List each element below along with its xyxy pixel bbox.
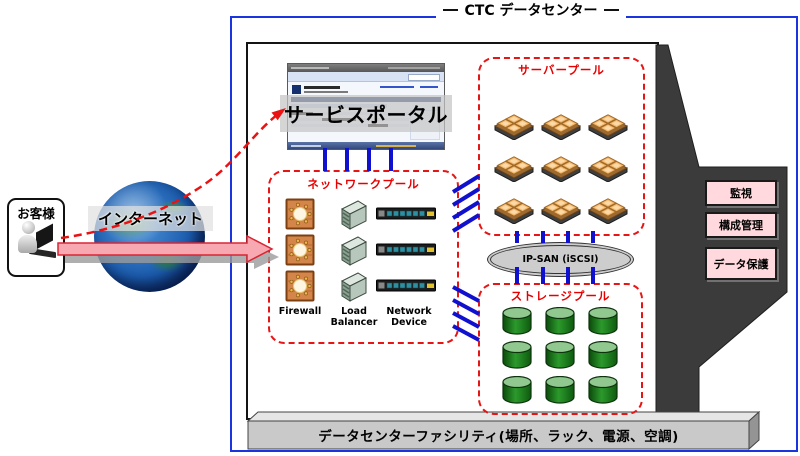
browser-statusbar <box>288 142 444 149</box>
customer-label: お客様 <box>17 206 55 221</box>
portal-app-logo <box>292 85 301 94</box>
load-balancer-icon <box>341 200 367 230</box>
network-device-label: Network Device <box>386 306 432 329</box>
storage-disk-icon <box>588 307 618 335</box>
server-pool-title: サーバープール <box>518 63 605 77</box>
management-item-monitoring: 監視 <box>705 180 777 206</box>
server-icon <box>588 156 628 182</box>
statusbar-text-bar <box>291 145 321 147</box>
browser-titlebar <box>288 64 444 72</box>
management-item-data-protection: データ保護 <box>705 247 777 280</box>
storage-disk-icon <box>545 341 575 370</box>
network-device-icon <box>376 279 436 292</box>
firewall-icon <box>285 234 315 266</box>
portal-links-bar <box>380 86 414 88</box>
customer-box: お客様 <box>7 198 65 277</box>
firewall-label: Firewall <box>278 306 322 317</box>
server-icon <box>588 198 628 224</box>
browser-toolbar <box>288 72 444 82</box>
firewall-icon <box>285 270 315 302</box>
title-dash <box>604 9 620 11</box>
portal-heading-bar <box>304 86 340 89</box>
portal-subheading-bar <box>304 91 348 93</box>
server-icon <box>541 198 581 224</box>
server-grid <box>491 101 631 227</box>
storage-disk-icon <box>502 375 532 404</box>
management-item-label: データ保護 <box>713 257 769 271</box>
network-pool-title: ネットワークプール <box>307 177 420 191</box>
load-balancer-icon <box>341 236 367 266</box>
storage-disk-icon <box>588 375 618 404</box>
server-icon <box>494 156 534 182</box>
statusbar-progress-bar <box>376 145 416 147</box>
portal-label-band: サービスポータル <box>280 95 452 132</box>
management-item-configuration: 構成管理 <box>705 212 777 238</box>
title-dash <box>442 9 458 11</box>
network-pool: ネットワークプール Firewall Load Balancer Network… <box>268 170 459 344</box>
internet-label-band: インターネット <box>88 206 213 231</box>
storage-grid <box>495 304 625 407</box>
storage-disk-icon <box>545 375 575 404</box>
portal-label: サービスポータル <box>284 103 448 127</box>
load-balancer-icon <box>341 272 367 302</box>
browser-titlebar-text-bar <box>291 67 329 69</box>
person-body-icon <box>18 235 37 253</box>
storage-disk-icon <box>545 307 575 335</box>
server-icon <box>541 156 581 182</box>
server-icon <box>541 114 581 140</box>
storage-disk-icon <box>502 307 532 335</box>
management-item-label: 構成管理 <box>719 219 763 232</box>
person-icon <box>22 221 35 234</box>
facility-bar-label: データセンターファシリティ(場所、ラック、電源、空調) <box>318 428 679 445</box>
network-device-icon <box>376 207 436 220</box>
storage-pool-title: ストレージプール <box>510 289 611 303</box>
frame-title-text: CTC データセンター <box>464 3 598 19</box>
storage-pool: ストレージプール <box>478 283 643 415</box>
firewall-icon <box>285 198 315 230</box>
storage-disk-icon <box>502 341 532 370</box>
frame-title: CTC データセンター <box>436 0 626 20</box>
browser-search-box <box>408 74 440 81</box>
internet-label: インターネット <box>97 210 203 228</box>
storage-disk-icon <box>588 341 618 370</box>
globe-icon <box>94 181 205 292</box>
browser-titlebar-buttons-bar <box>388 67 440 69</box>
server-icon <box>588 114 628 140</box>
management-item-label: 監視 <box>730 187 752 200</box>
network-device-icon <box>376 243 436 256</box>
server-icon <box>494 114 534 140</box>
server-icon <box>494 198 534 224</box>
server-pool: サーバープール <box>478 57 645 236</box>
load-balancer-label: Load Balancer <box>330 306 378 329</box>
portal-links-bar <box>420 86 438 88</box>
laptop-icon <box>36 223 53 250</box>
ip-san-ellipse: IP-SAN (iSCSI) <box>487 242 634 277</box>
ip-san-label: IP-SAN (iSCSI) <box>522 254 599 265</box>
